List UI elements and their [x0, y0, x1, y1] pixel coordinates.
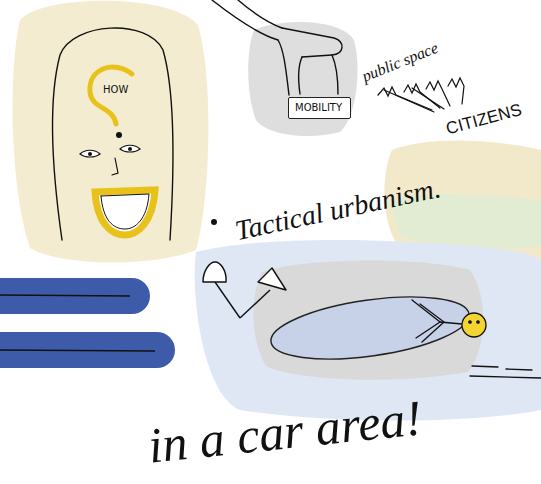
hand-drawing	[212, 0, 342, 95]
car-shape	[267, 286, 473, 369]
hand-drawing	[332, 55, 338, 94]
hand-drawing	[299, 57, 302, 94]
mouth	[95, 190, 155, 235]
question-dot	[116, 132, 122, 138]
watercolor-wash	[13, 1, 209, 263]
car-shape	[267, 286, 473, 369]
lying-figure	[440, 322, 462, 324]
right-pupil	[128, 147, 132, 151]
grass-citizens	[412, 88, 444, 109]
head-outline	[53, 28, 173, 240]
left-blue-bars	[0, 278, 150, 314]
right-eye	[120, 145, 140, 152]
left-blue-bars	[0, 295, 130, 296]
face-outline	[45, 18, 180, 243]
question-mark	[90, 67, 132, 124]
lying-figure	[462, 313, 486, 337]
mobility-box: MOBILITY	[288, 97, 351, 119]
road-dashes	[506, 369, 532, 370]
public-space-note: public space	[359, 39, 440, 85]
road-dashes	[470, 376, 541, 378]
question-word: HOW	[103, 84, 128, 95]
left-blue-bars	[0, 332, 175, 368]
watercolor-wash	[195, 240, 541, 421]
nose	[112, 158, 118, 175]
shovel-icons	[203, 262, 286, 318]
hand-drawing	[238, 0, 282, 28]
box-label: MOBILITY	[295, 102, 342, 113]
lying-figure	[412, 300, 486, 342]
citizens-note: CITIZENS	[444, 101, 524, 139]
face-head: HOW	[45, 18, 180, 243]
grass-citizens	[426, 81, 450, 106]
hand-drawing	[282, 28, 342, 57]
car-area-slogan: in a car area!	[146, 390, 425, 473]
grass-citizens	[448, 78, 464, 104]
mouth-line	[101, 194, 149, 229]
lying-figure	[420, 304, 444, 342]
road-dashes	[470, 366, 541, 378]
watercolor-wash	[253, 260, 483, 379]
lying-figure	[412, 300, 440, 338]
lying-figure	[477, 321, 479, 323]
bullet-dot	[211, 219, 217, 225]
grass-citizens	[378, 78, 464, 112]
shovel-icons	[215, 282, 240, 318]
left-blue-bars	[0, 350, 155, 351]
road-dashes	[472, 366, 498, 367]
left-eye	[80, 150, 100, 157]
shovel-icons	[203, 262, 226, 282]
bullet-dot	[211, 219, 217, 225]
hand-drawing	[278, 40, 289, 95]
shovel-icons	[240, 290, 270, 318]
lying-figure	[469, 321, 471, 323]
left-blue-bars	[0, 278, 175, 368]
grass-citizens	[384, 90, 434, 112]
shovel-icons	[258, 268, 286, 290]
left-pupil	[88, 152, 92, 156]
watercolor-wash	[248, 22, 357, 136]
